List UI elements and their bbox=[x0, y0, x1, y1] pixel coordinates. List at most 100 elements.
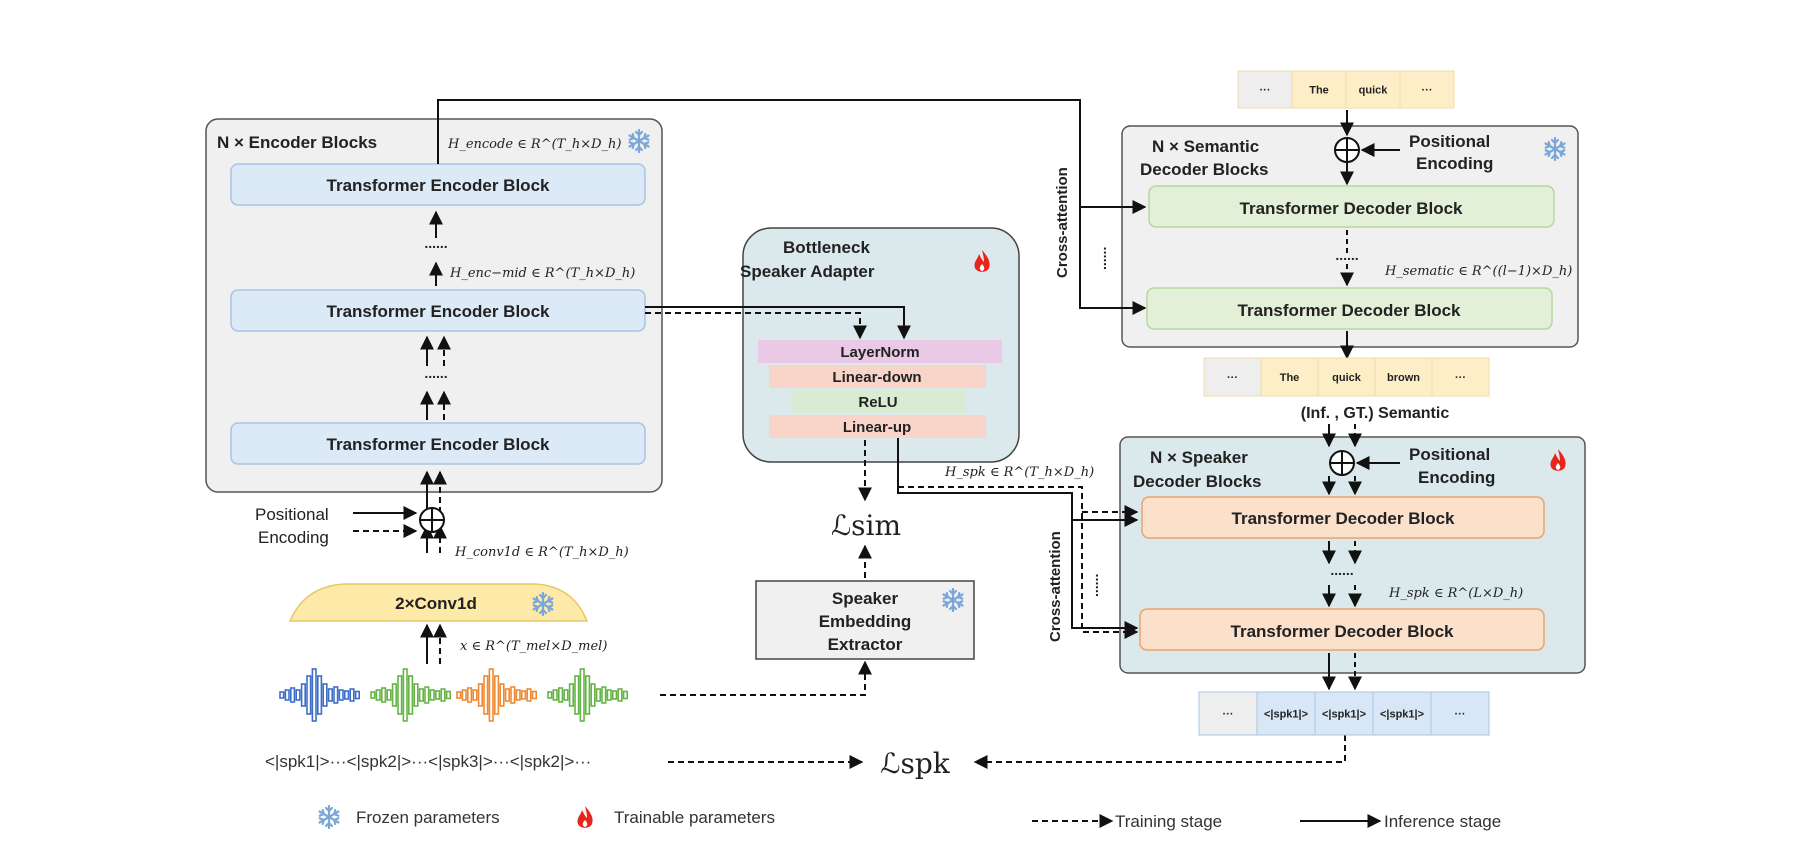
waveform-bar bbox=[520, 690, 527, 700]
loss-spk: ℒspk bbox=[880, 747, 950, 780]
legend-flame-icon bbox=[577, 806, 593, 828]
waveform-bar bbox=[483, 675, 489, 715]
encoder-dots-bottom: ...... bbox=[424, 365, 447, 381]
waveform-bar bbox=[488, 668, 494, 722]
speaker-block-top bbox=[1141, 496, 1545, 539]
waveform-bar bbox=[595, 688, 601, 702]
speaker-block-bottom bbox=[1139, 608, 1545, 651]
semantic-output-token-box bbox=[1317, 357, 1376, 397]
waveform-bar bbox=[311, 668, 317, 722]
waveform-bar bbox=[407, 675, 414, 715]
semantic-input-token: The bbox=[1309, 85, 1329, 97]
waveform-bar bbox=[402, 668, 408, 722]
loss-sim: ℒsim bbox=[831, 509, 901, 542]
extractor-line2: Embedding bbox=[819, 612, 912, 631]
speaker-title-line2: Decoder Blocks bbox=[1133, 472, 1262, 491]
encoder-block-mid bbox=[230, 289, 646, 332]
adapter-layernorm-label: LayerNorm bbox=[840, 344, 919, 361]
extractor-line3: Extractor bbox=[828, 635, 903, 654]
waveform-bar bbox=[590, 683, 596, 707]
legend-frozen: Frozen parameters bbox=[356, 808, 500, 827]
waveform-bar bbox=[289, 687, 296, 703]
semantic-dots: ...... bbox=[1335, 247, 1358, 263]
x-input-label: x ∈ R^(T_mel×D_mel) bbox=[460, 639, 607, 654]
adapter-title-line2: Speaker Adapter bbox=[740, 262, 875, 281]
waveform-bar bbox=[295, 689, 301, 701]
semantic-block-top bbox=[1148, 185, 1555, 228]
waveform-bar bbox=[601, 686, 607, 704]
semantic-cross-dots: ...... bbox=[1093, 247, 1109, 270]
semantic-output-token-box bbox=[1374, 357, 1433, 397]
speaker-output-token: ··· bbox=[1223, 709, 1234, 721]
encoder-pos-enc-line2: Encoding bbox=[258, 528, 329, 547]
speaker-dots: ...... bbox=[1330, 562, 1353, 578]
conv1d-block bbox=[288, 583, 589, 622]
speaker-pos-enc-line1: Positional bbox=[1409, 445, 1490, 464]
speaker-output-token-box bbox=[1198, 691, 1258, 736]
speaker-block-top-label: Transformer Decoder Block bbox=[1232, 509, 1456, 528]
speaker-output-token: <|spk1|> bbox=[1264, 709, 1308, 721]
encoder-block-bottom bbox=[230, 422, 646, 465]
waveform-bar bbox=[574, 675, 580, 715]
waveform-bar bbox=[386, 689, 392, 701]
waveform-bar bbox=[322, 683, 328, 707]
waveform-bar bbox=[584, 675, 591, 715]
waveform-bar bbox=[622, 690, 628, 700]
waveform-bar bbox=[338, 689, 344, 701]
semantic-h-sematic: H_sematic ∈ R^((l−1)×D_h) bbox=[1384, 264, 1572, 279]
speaker-output-token: ··· bbox=[1455, 709, 1466, 721]
waveform-bar bbox=[327, 688, 334, 702]
semantic-output-token-box bbox=[1203, 357, 1262, 397]
speaker-title-line1: N × Speaker bbox=[1150, 448, 1248, 467]
waveform-bar bbox=[279, 691, 285, 699]
speaker-cross-attention: Cross-attention bbox=[1047, 531, 1064, 642]
encoder-h-encode: H_encode ∈ R^(T_h×D_h) bbox=[447, 137, 621, 152]
waveform-bar bbox=[515, 689, 521, 701]
encoder-h-enc-mid: H_enc−mid ∈ R^(T_h×D_h) bbox=[449, 266, 635, 281]
semantic-input-token: ··· bbox=[1260, 85, 1271, 97]
waveform-bar bbox=[504, 688, 511, 702]
encoder-title: N × Encoder Blocks bbox=[217, 133, 377, 152]
waveform-bar bbox=[531, 690, 537, 700]
semantic-output-token: ··· bbox=[1227, 372, 1238, 384]
semantic-output-label: (Inf. , GT.) Semantic bbox=[1301, 405, 1450, 422]
waveform-bar bbox=[424, 686, 430, 704]
waveform-bar bbox=[397, 675, 403, 715]
waveform-bar bbox=[343, 690, 350, 700]
audio-waveforms bbox=[279, 668, 628, 722]
waveform-bar bbox=[456, 691, 462, 699]
adapter-title-line1: Bottleneck bbox=[783, 238, 870, 257]
speaker-sequence: <|spk1|>···<|spk2|>···<|spk3|>···<|spk2|… bbox=[265, 752, 591, 771]
waveform-bar bbox=[306, 675, 312, 715]
waveform-bar bbox=[461, 689, 467, 701]
adapter-linear-down-label: Linear-down bbox=[832, 369, 921, 386]
semantic-input-token-box bbox=[1237, 70, 1293, 109]
semantic-input-tokens: ··· The quick ··· bbox=[1237, 70, 1455, 109]
semantic-input-token-box bbox=[1291, 70, 1347, 109]
conv1d-label: 2×Conv1d bbox=[395, 594, 477, 613]
waveform-bar bbox=[418, 688, 425, 702]
semantic-title-line1: N × Semantic bbox=[1152, 137, 1259, 156]
waveform-bar bbox=[611, 690, 618, 700]
waveform-bar bbox=[391, 683, 398, 707]
semantic-cross-attention: Cross-attention bbox=[1054, 167, 1071, 278]
semantic-block-top-label: Transformer Decoder Block bbox=[1240, 199, 1464, 218]
waveform-bar bbox=[499, 683, 505, 707]
waveform-bar bbox=[568, 683, 574, 707]
waveform-bar bbox=[526, 688, 532, 702]
speaker-output-token: <|spk1|> bbox=[1322, 709, 1366, 721]
speaker-h-spk: H_spk ∈ R^(L×D_h) bbox=[1388, 586, 1523, 601]
speaker-output-token-box bbox=[1256, 691, 1316, 736]
waveform-bar bbox=[563, 689, 569, 701]
encoder-block-top-label: Transformer Encoder Block bbox=[327, 176, 551, 195]
waveform-bar bbox=[380, 687, 387, 703]
semantic-block-bottom bbox=[1146, 287, 1553, 330]
waveform-bar bbox=[300, 683, 307, 707]
semantic-input-token: quick bbox=[1359, 85, 1389, 97]
speaker-cross-dots: ...... bbox=[1085, 574, 1101, 597]
semantic-input-token: ··· bbox=[1422, 85, 1433, 97]
semantic-output-token: quick bbox=[1332, 372, 1362, 384]
speaker-output-token-box bbox=[1372, 691, 1432, 736]
waveform-bar bbox=[510, 686, 516, 704]
